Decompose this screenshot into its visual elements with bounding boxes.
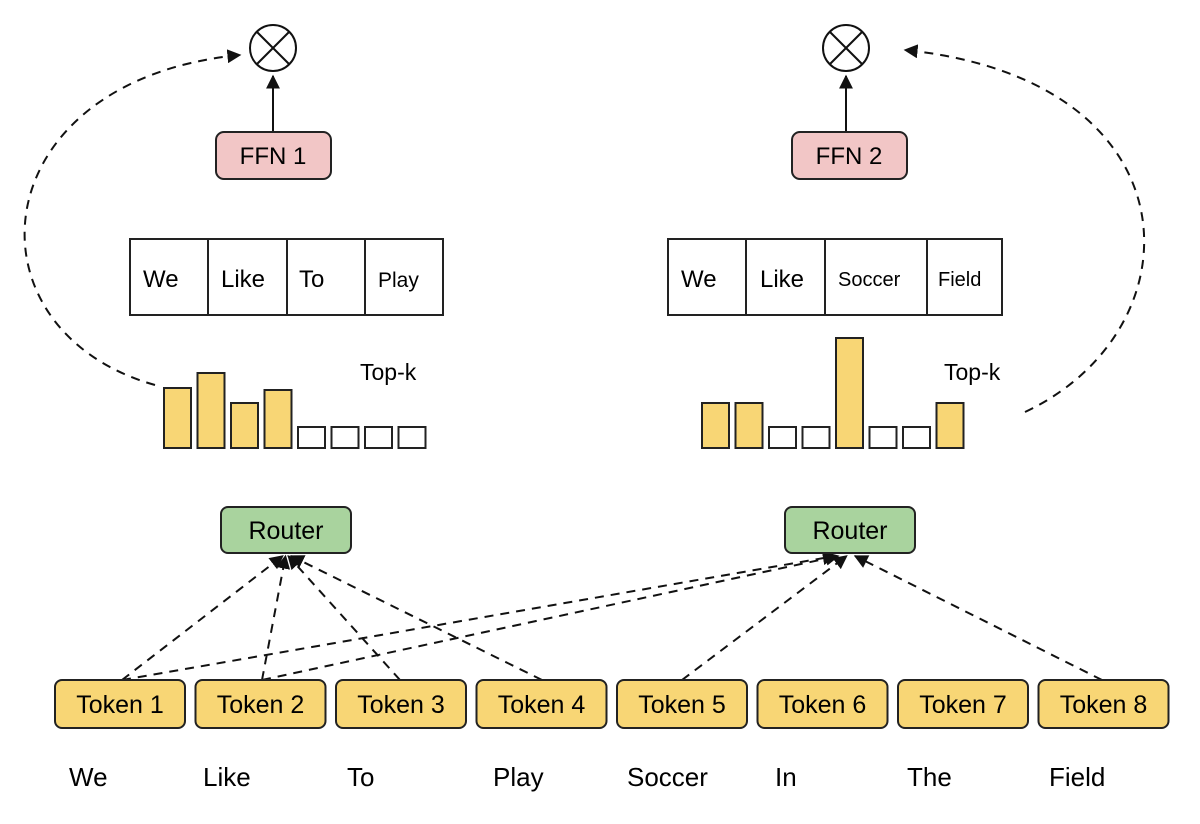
token-2: Token 2	[194, 679, 327, 729]
expert-2: FFN 2 We Like Soccer Field Top-k Router	[667, 24, 1003, 554]
buffer-2-slot-2: Like	[760, 266, 804, 293]
score-bar	[768, 426, 797, 449]
word-label: In	[775, 762, 797, 792]
token-3: Token 3	[335, 679, 467, 729]
token-box	[616, 679, 748, 729]
word-label: Soccer	[627, 762, 708, 792]
score-bar	[196, 372, 226, 449]
token-4: Token 4	[475, 679, 608, 729]
word-row: We Like To Play Soccer In The Field	[69, 762, 1105, 792]
score-bar	[868, 426, 898, 449]
buffer-2-slot-4: Field	[938, 269, 981, 291]
router-1: Router	[220, 506, 352, 554]
token-7: Token 7	[897, 679, 1029, 729]
token-label: Token 3	[357, 691, 445, 719]
routing-arrow-token-4-to-router-1	[289, 555, 543, 681]
routing-arrows	[121, 551, 1103, 681]
ffn-1-box: FFN 1	[215, 131, 332, 180]
routing-arrow-token-5-to-router-2	[681, 555, 848, 681]
token-label: Token 7	[919, 691, 1007, 719]
score-bar	[801, 426, 831, 449]
expert-1-buffer: We Like To Play	[129, 238, 444, 316]
token-box	[475, 679, 608, 729]
ffn-2-box: FFN 2	[791, 131, 908, 180]
score-bar	[397, 426, 427, 449]
score-bar	[701, 402, 730, 449]
topk-label-2: Top-k	[944, 359, 1001, 385]
token-box	[335, 679, 467, 729]
word-label: The	[907, 762, 952, 792]
word-label: We	[69, 762, 108, 792]
score-bar	[163, 387, 192, 449]
router-2: Router	[784, 506, 916, 554]
token-box	[897, 679, 1029, 729]
routing-arrow-token-3-to-router-1	[287, 554, 401, 681]
score-bar	[230, 402, 259, 449]
ffn-1-label: FFN 1	[240, 143, 307, 170]
score-bar	[902, 426, 931, 449]
score-bar	[297, 426, 326, 449]
token-label: Token 5	[638, 691, 726, 719]
router-2-label: Router	[812, 517, 887, 545]
routing-arrow-token-2-to-router-1	[261, 554, 291, 681]
combine-node-1	[249, 24, 297, 72]
score-bar	[734, 402, 764, 449]
score-bar	[364, 426, 393, 449]
score-bar	[263, 389, 293, 449]
expert-1: FFN 1 We Like To Play Top-k Router	[129, 24, 444, 554]
score-bar	[330, 426, 360, 449]
expert-2-buffer: We Like Soccer Field	[667, 238, 1003, 316]
word-label: Field	[1049, 762, 1105, 792]
routing-arrow-token-8-to-router-2	[853, 555, 1103, 681]
routing-arrow-token-1-to-router-2	[121, 551, 837, 681]
token-6: Token 6	[756, 679, 889, 729]
token-label: Token 1	[76, 691, 164, 719]
token-1: Token 1	[54, 679, 186, 729]
token-label: Token 6	[779, 691, 867, 719]
router-1-label: Router	[248, 517, 323, 545]
ffn-2-label: FFN 2	[816, 143, 883, 170]
token-label: Token 2	[217, 691, 305, 719]
token-label: Token 4	[498, 691, 586, 719]
buffer-1-slot-2: Like	[221, 266, 265, 293]
word-label: To	[347, 762, 374, 792]
router-2-score-bars	[701, 337, 965, 449]
token-8: Token 8	[1037, 679, 1170, 729]
score-bar	[935, 402, 965, 449]
token-box	[1037, 679, 1170, 729]
routing-arrow-token-2-to-router-2	[261, 551, 840, 681]
score-bar	[835, 337, 864, 449]
return-arrow-right	[903, 44, 1146, 413]
token-box	[194, 679, 327, 729]
buffer-1-slot-1: We	[143, 266, 179, 293]
buffer-1-slot-4: Play	[378, 269, 419, 292]
word-label: Play	[493, 762, 544, 792]
buffer-2-slot-3: Soccer	[838, 269, 901, 291]
token-5: Token 5	[616, 679, 748, 729]
token-box	[756, 679, 889, 729]
routing-arrow-token-1-to-router-1	[121, 555, 284, 681]
token-box	[54, 679, 186, 729]
buffer-2-slot-1: We	[681, 266, 717, 293]
buffer-1-slot-3: To	[299, 266, 324, 293]
return-arrow-left	[23, 49, 242, 386]
topk-label-1: Top-k	[360, 359, 417, 385]
token-label: Token 8	[1060, 691, 1148, 719]
word-label: Like	[203, 762, 251, 792]
token-row: Token 1 Token 2 Token 3 Token 4 Token 5 Token…	[54, 679, 1170, 729]
combine-node-2	[822, 24, 870, 72]
router-1-score-bars	[163, 372, 427, 449]
